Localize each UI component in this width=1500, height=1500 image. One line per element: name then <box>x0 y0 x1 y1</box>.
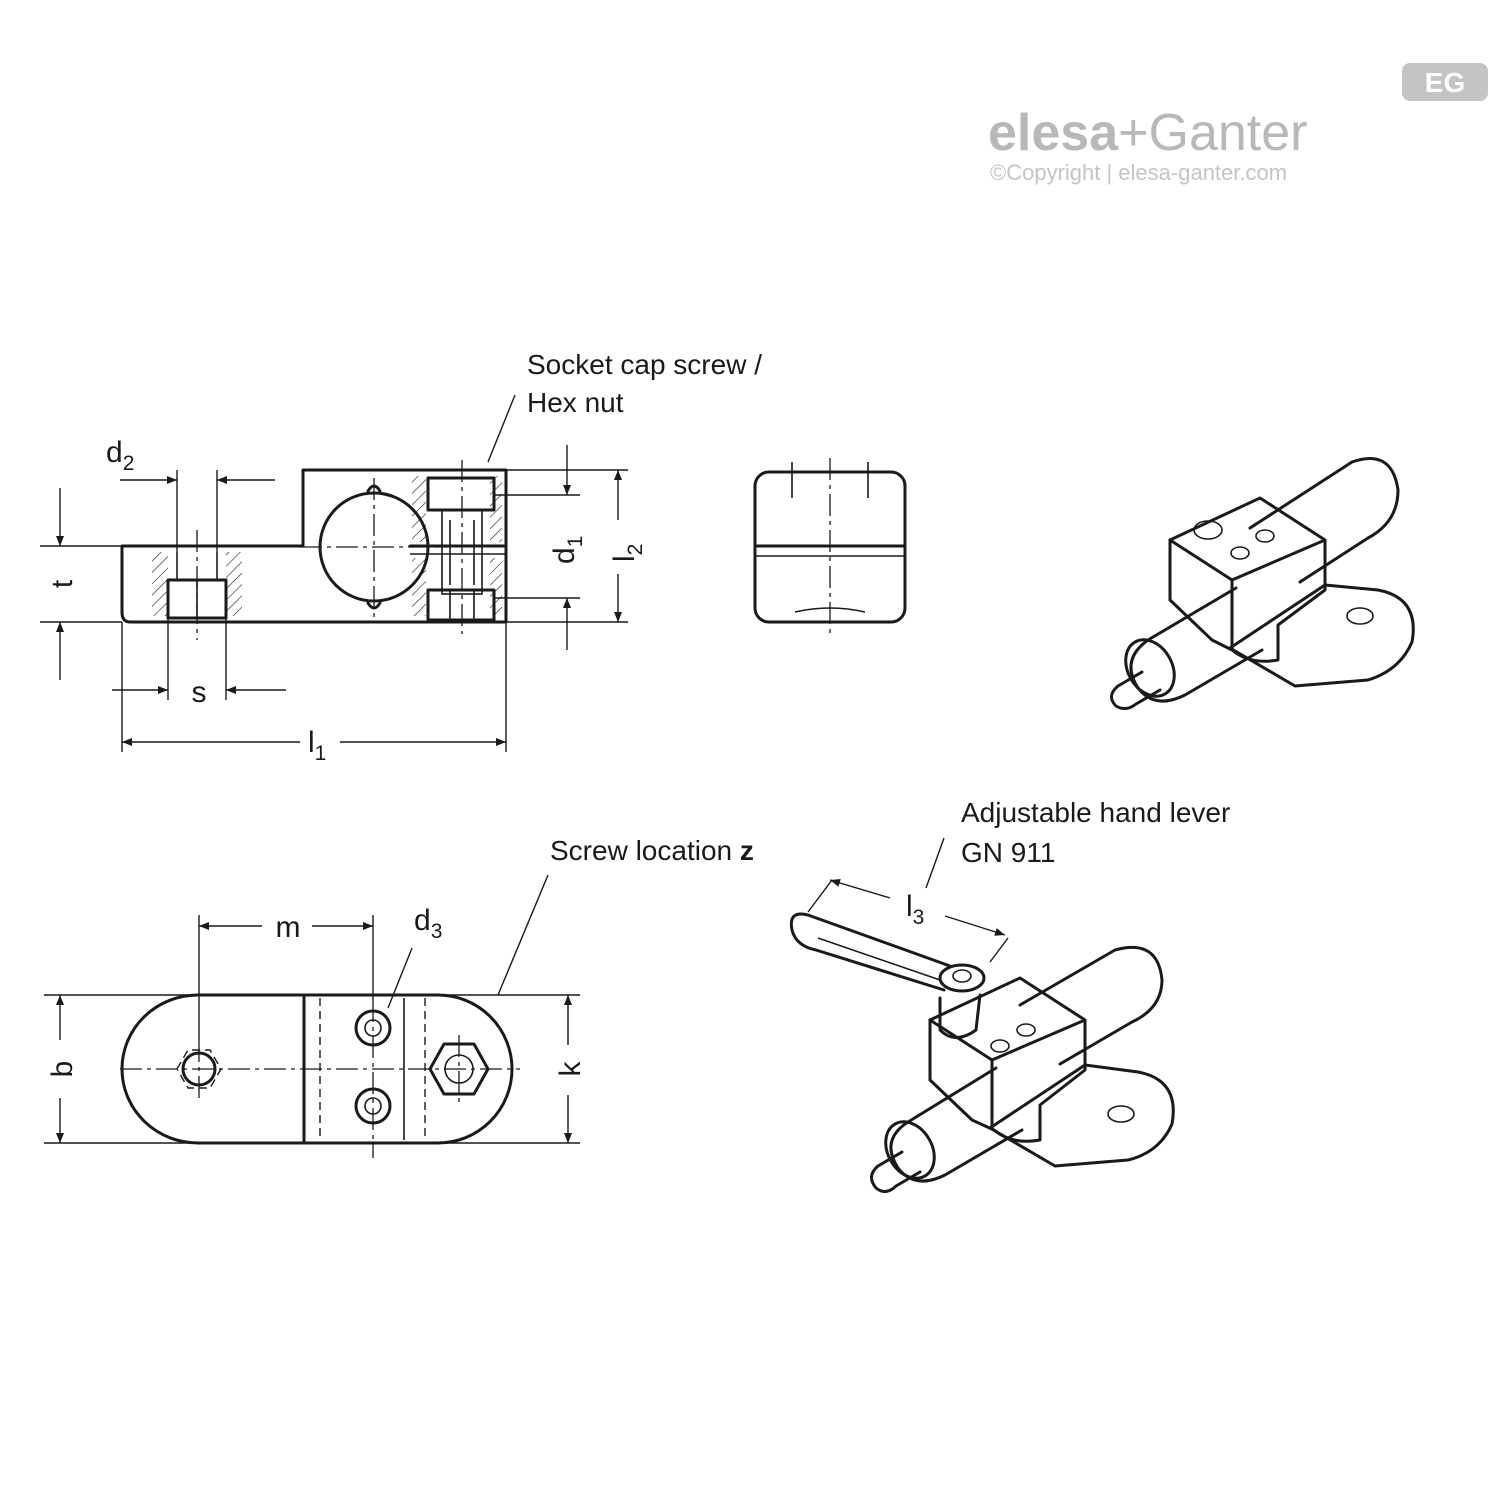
dim-label-t: t <box>46 579 79 588</box>
note-socket-cap-screw: Socket cap screw / <box>527 349 762 380</box>
company-logo: EG elesa+Ganter ©Copyright | elesa-gante… <box>988 63 1488 185</box>
note-hex-nut: Hex nut <box>527 387 624 418</box>
dim-label-d1: d1 <box>548 536 587 564</box>
dim-label-l3: l3 <box>906 890 924 929</box>
logo-badge <box>1402 63 1488 101</box>
logo-brand-plus: + <box>1118 104 1148 162</box>
side-view <box>753 458 907 636</box>
isometric-view-with-lever: l3 Adjustable hand lever GN 911 <box>789 797 1230 1193</box>
logo-badge-text: EG <box>1425 67 1465 98</box>
dim-label-l1: l1 <box>308 726 326 765</box>
note-hand-lever: Adjustable hand lever <box>961 797 1230 828</box>
logo-copyright: ©Copyright | elesa-ganter.com <box>990 160 1287 185</box>
logo-brand-ganter: Ganter <box>1149 104 1308 162</box>
dim-label-b: b <box>46 1061 79 1078</box>
logo-brand-elesa: elesa <box>988 104 1119 162</box>
dim-label-m: m <box>276 911 301 944</box>
note-hand-lever-model: GN 911 <box>961 837 1055 868</box>
isometric-view-clamp <box>1110 457 1415 711</box>
dim-label-d3: d3 <box>414 904 442 943</box>
front-section-view: d2 t s l1 d1 l2 Socket cap screw / <box>40 349 762 765</box>
logo-brand: elesa+Ganter <box>988 104 1308 162</box>
dim-label-s: s <box>192 676 207 709</box>
dim-label-d2: d2 <box>106 436 134 475</box>
dim-label-k: k <box>554 1061 587 1077</box>
note-screw-location: Screw location z <box>550 835 754 866</box>
dim-label-l2: l2 <box>608 544 647 562</box>
top-view: m d3 Screw location z b k <box>44 835 754 1158</box>
